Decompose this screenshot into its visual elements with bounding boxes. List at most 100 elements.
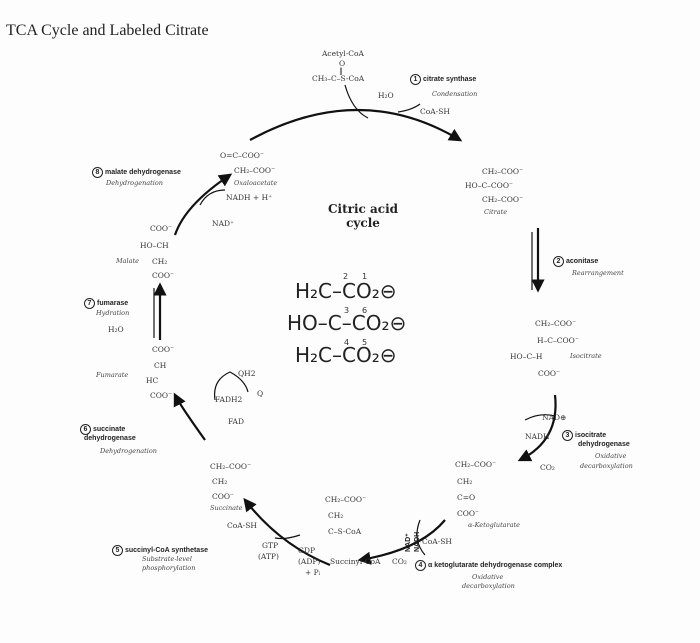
step4-enzyme-name: α ketoglutarate dehydrogenase complex	[428, 562, 563, 569]
citrate-structure-row1: H₂C–CO₂⊖	[295, 279, 397, 303]
nad-arrow-4	[416, 519, 426, 556]
gdp-label: GDP	[298, 546, 316, 555]
acetyl-double-bond: ‖	[339, 66, 343, 75]
step6-enzyme-line2: dehydrogenase	[84, 435, 136, 442]
step8-enzyme-name: malate dehydrogenase	[105, 169, 181, 176]
qh2-label: QH2	[238, 369, 256, 378]
akg-line2: CH₂	[457, 477, 473, 486]
acetyl-carbonyl-o: O	[339, 59, 346, 68]
fumarate-line3: HC	[146, 376, 159, 385]
step3-number: 3	[562, 430, 573, 441]
step7-number: 7	[84, 298, 95, 309]
step5-type: Substrate-level	[142, 555, 192, 563]
pi-label: + Pᵢ	[305, 568, 321, 577]
malate-line3: CH₂	[152, 257, 168, 266]
carbon-number-5: 5	[362, 338, 368, 347]
atp-label: (ATP)	[258, 552, 279, 561]
step4-type: Oxidative	[472, 573, 504, 581]
nad-step3: NAD⊕	[542, 413, 567, 422]
citrate-structure-row2: HO–C–CO₂⊖	[287, 311, 407, 335]
citrate-line3: CH₂–COO⁻	[482, 195, 524, 204]
malate-line2: HO–CH	[140, 241, 169, 250]
arrow-step-4	[357, 519, 446, 565]
fumarate-line1: COO⁻	[152, 345, 174, 354]
succinyl-line3: C–S-CoA	[328, 527, 362, 536]
step3-enzyme-name: isocitrate	[575, 432, 607, 439]
step6-enzyme-name: succinate	[93, 426, 126, 433]
succinate-line3: COO⁻	[212, 492, 234, 501]
oxaloacetate-line1: O=C–COO⁻	[220, 151, 264, 160]
step3-type: Oxidative	[595, 452, 627, 460]
step5-number: 5	[112, 545, 123, 556]
succinate-line2: CH₂	[212, 477, 228, 486]
citrate-name: Citrate	[484, 208, 508, 216]
carbon-number-6: 6	[362, 306, 368, 315]
nadh-step3: NADH	[525, 432, 550, 441]
nad-step8: NAD⁺	[212, 219, 234, 228]
step7-enzyme-name: fumarase	[97, 300, 129, 307]
isocitrate-line2: H–C–COO⁻	[537, 336, 579, 345]
nadh-step4: NADH	[414, 531, 421, 552]
akg-name: α-Ketoglutarate	[468, 521, 520, 529]
succinate-name: Succinate	[210, 504, 243, 512]
fad-label: FAD	[228, 417, 244, 426]
arrow-step-3	[517, 394, 557, 462]
arrow-step-8	[173, 173, 233, 236]
nad-in-arrow-3	[524, 414, 556, 421]
fadh2-label: FADH2	[215, 395, 243, 404]
step4-number: 4	[415, 560, 426, 571]
fad-arrow-6	[213, 371, 249, 401]
citrate-line2: HO–C–COO⁻	[465, 181, 513, 190]
nad-step4: NAD⁺	[405, 533, 412, 552]
acetyl-coa-formula: CH₃–C–S-CoA	[312, 74, 365, 83]
malate-line4: COO⁻	[152, 271, 174, 280]
carbon-number-2: 2	[343, 272, 349, 281]
succinyl-line2: CH₂	[328, 511, 344, 520]
coash-out-arrow-1	[397, 103, 421, 113]
step8-type: Dehydrogenation	[106, 179, 163, 187]
coash-step4: CoA-SH	[422, 537, 452, 546]
adp-label: (ADP)	[298, 557, 321, 566]
h2o-step7: H₂O	[108, 325, 124, 334]
gdp-arrow-5	[274, 534, 301, 540]
step6-type: Dehydrogenation	[100, 447, 157, 455]
akg-line1: CH₂–COO⁻	[455, 460, 497, 469]
step5-type-line2: phosphorylation	[142, 564, 196, 572]
co2-step3: CO₂	[540, 463, 555, 472]
step7-type: Hydration	[96, 309, 130, 317]
step4-type-line2: decarboxylation	[462, 582, 515, 590]
center-label-line1: Citric acid	[327, 202, 399, 216]
step2-type: Rearrangement	[572, 269, 624, 277]
step6-number: 6	[80, 424, 91, 435]
gtp-label: GTP	[262, 541, 279, 550]
nad-arrow-8	[199, 189, 226, 206]
step5-enzyme-name: succinyl-CoA synthetase	[125, 547, 208, 554]
nadh-step8: NADH + H⁺	[226, 193, 273, 202]
center-label-line2: cycle	[346, 215, 380, 230]
akg-line4: COO⁻	[457, 509, 479, 518]
center-label: Citric acid cycle	[318, 202, 408, 231]
oxaloacetate-line2: CH₂–COO⁻	[234, 166, 276, 175]
citrate-structure-row3: H₂C–CO₂⊖	[295, 343, 397, 367]
arrow-step-6	[173, 392, 206, 441]
coash-step5: CoA-SH	[227, 521, 257, 530]
akg-line3: C=O	[457, 493, 476, 502]
isocitrate-line3: HO–C–H	[510, 352, 543, 361]
isocitrate-line4: COO⁻	[538, 369, 560, 378]
step1-enzyme-name: citrate synthase	[423, 76, 477, 83]
q-label: Q	[257, 389, 264, 398]
carbon-number-3: 3	[344, 306, 350, 315]
coash-step1: CoA-SH	[420, 107, 450, 116]
fumarate-line2: CH	[154, 361, 167, 370]
fumarate-name: Fumarate	[96, 371, 129, 379]
malate-line1: COO⁻	[150, 224, 172, 233]
